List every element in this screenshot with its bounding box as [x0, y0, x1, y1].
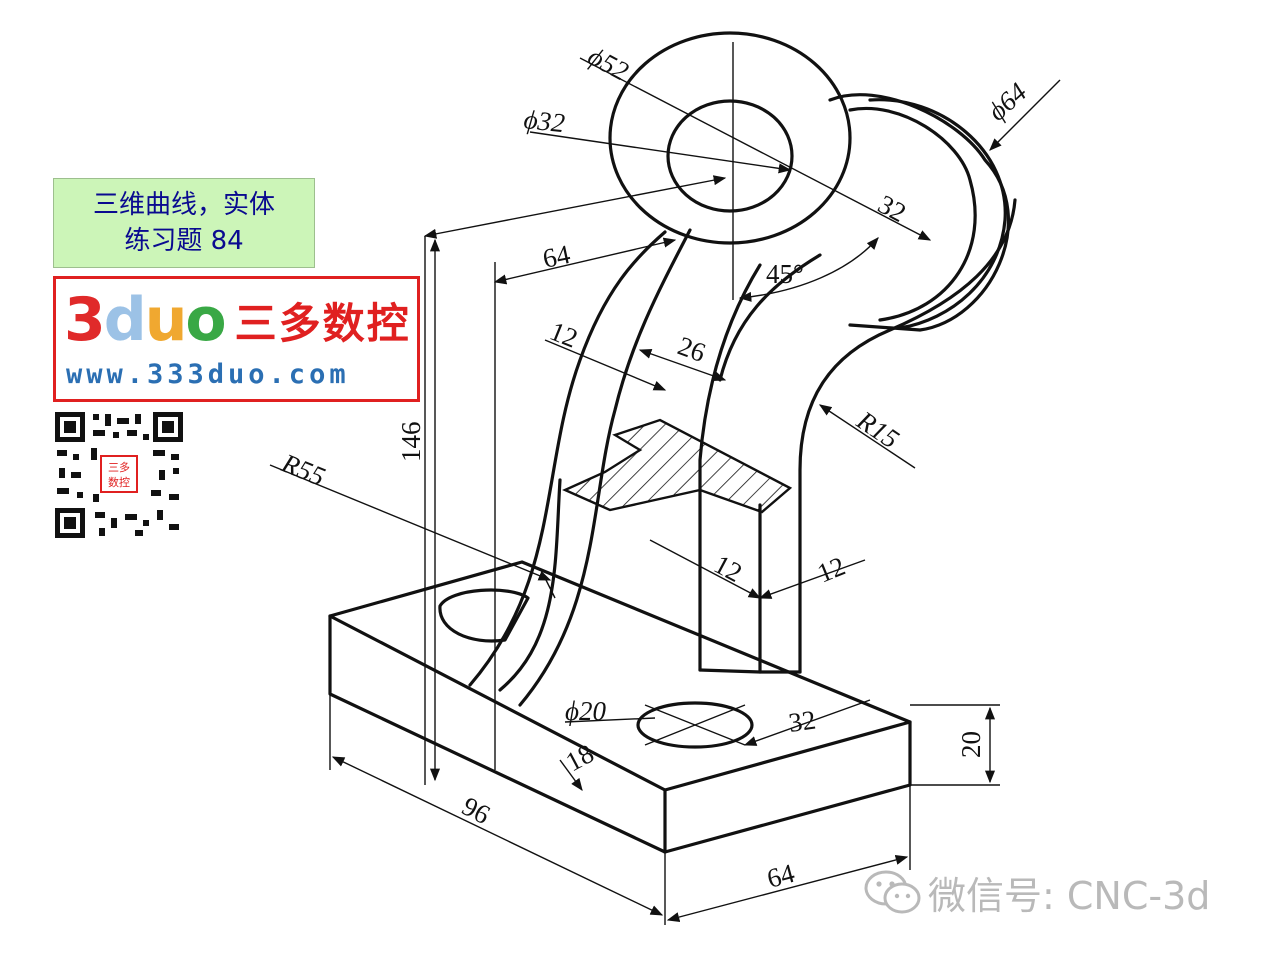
- dim-length-26: 26: [674, 330, 710, 367]
- dim-diameter-32: ϕ32: [522, 104, 566, 138]
- dim-length-96: 96: [457, 791, 495, 830]
- dim-length-32-base: 32: [787, 704, 818, 737]
- qr-caption-line1: 三多: [108, 460, 130, 474]
- dim-length-64-top: 64: [540, 239, 573, 274]
- dim-length-32-top: 32: [873, 189, 911, 228]
- dim-radius-15: R15: [851, 405, 905, 455]
- brand-logo-letter-o: o: [185, 285, 226, 355]
- dim-length-12-arm: 12: [546, 316, 582, 354]
- brand-logo-letter-u: u: [144, 285, 188, 355]
- dim-diameter-64: ϕ64: [982, 77, 1033, 127]
- exercise-label-line1: 三维曲线，实体: [92, 190, 275, 220]
- base-block: [328, 560, 912, 854]
- brand-url[interactable]: www.333duo.com: [66, 359, 350, 390]
- brand-logo: 3 d u o 三多数控: [64, 289, 411, 351]
- section-cut: [562, 418, 793, 514]
- watermark-text: 微信号: CNC-3d: [928, 873, 1211, 918]
- base-hole-left: [438, 588, 530, 643]
- qr-code[interactable]: 三多 数控: [53, 410, 185, 540]
- qr-caption-line2: 数控: [108, 475, 130, 489]
- qr-finder-patterns: [55, 412, 183, 538]
- arm-right: [698, 198, 1017, 674]
- dim-angle-45: 45°: [766, 259, 804, 289]
- qr-center-logo: 三多 数控: [100, 455, 138, 493]
- brand-logo-letter-d: d: [103, 285, 147, 355]
- dim-length-64-base: 64: [764, 858, 798, 894]
- brand-name: 三多数控: [234, 298, 411, 348]
- dim-diameter-20: ϕ20: [565, 696, 606, 726]
- brand-banner: 3 d u o 三多数控 www.333duo.com: [53, 276, 420, 402]
- top-boss: [608, 31, 1011, 332]
- wechat-watermark: 微信号: CNC-3d: [862, 862, 1210, 922]
- exercise-label-line2: 练习题 84: [124, 226, 244, 256]
- dim-length-18: 18: [561, 738, 599, 777]
- wechat-icon: [864, 870, 921, 914]
- base-hole-front: [636, 701, 754, 749]
- dim-length-12-a: 12: [709, 549, 747, 588]
- dim-diameter-52: ϕ52: [583, 41, 633, 87]
- dim-height-146: 146: [396, 422, 426, 463]
- dimension-lines: [269, 42, 1061, 925]
- qr-modules: [57, 414, 179, 536]
- dim-height-20: 20: [956, 731, 986, 758]
- brand-logo-digit: 3: [64, 285, 106, 355]
- dim-radius-55: R55: [277, 447, 329, 491]
- dim-length-12-b: 12: [813, 551, 849, 589]
- exercise-label: 三维曲线，实体 练习题 84: [53, 178, 315, 268]
